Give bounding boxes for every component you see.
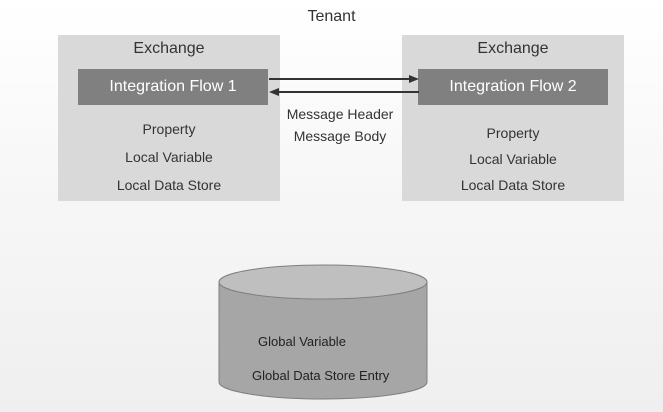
exchange-right: Exchange Integration Flow 2 Property Loc… [402,35,624,201]
global-variable-label: Global Variable [258,334,346,349]
exchange-right-title: Exchange [477,40,549,57]
integration-flow-1: Integration Flow 1 [78,69,268,105]
exchange-left-title: Exchange [133,40,205,57]
integration-flow-2: Integration Flow 2 [418,69,608,105]
message-header-label: Message Header [286,106,394,122]
exchange-left-item-local-variable: Local Variable [125,149,213,165]
global-store-cylinder [218,264,428,400]
message-body-label: Message Body [293,128,387,144]
exchange-right-item-property: Property [486,125,540,141]
exchange-left: Exchange Integration Flow 1 Property Loc… [58,35,280,201]
arrow-left-icon [269,88,419,96]
tenant-label: Tenant [307,8,356,25]
exchange-left-item-property: Property [142,121,196,137]
message-arrows [269,75,419,96]
global-data-store-entry-label: Global Data Store Entry [252,368,390,383]
exchange-left-item-local-data-store: Local Data Store [116,177,222,193]
exchange-right-item-local-data-store: Local Data Store [460,177,566,193]
arrow-right-icon [269,75,419,83]
exchange-right-item-local-variable: Local Variable [469,151,557,167]
